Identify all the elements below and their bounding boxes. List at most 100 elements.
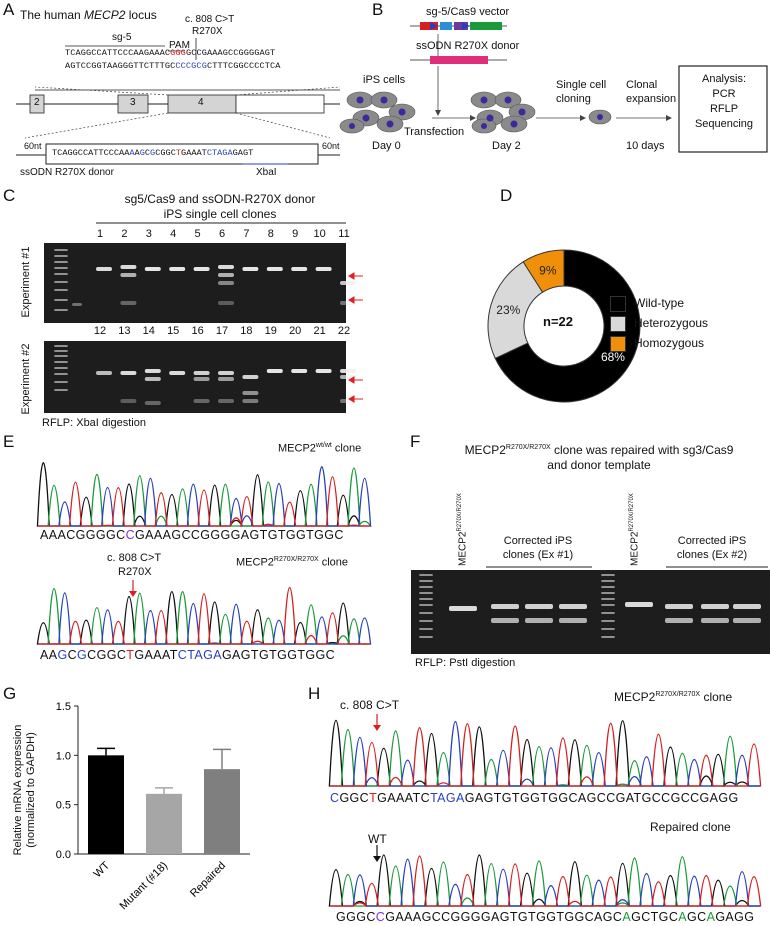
lane-number: 10 (313, 228, 326, 240)
ladder-band (54, 299, 68, 301)
seq-segment: GAAAT (377, 791, 421, 805)
flank-left: 60nt (24, 141, 42, 151)
f-title-prefix: MECP2 (464, 443, 506, 457)
trace-blue (330, 720, 760, 787)
ladder-band (54, 367, 68, 369)
seq-segment: CGGC (155, 148, 176, 158)
transfection-label: Transfection (404, 126, 465, 138)
gel-band (72, 303, 82, 306)
seq-segment: C (67, 648, 78, 662)
locus-title-gene: MECP2 (84, 8, 126, 22)
ssodn-label: ssODN R270X donor (416, 40, 520, 52)
trace-black (36, 590, 370, 645)
lane-number: 1 (96, 228, 104, 240)
seq-segment: T (369, 791, 378, 805)
panel-label-c: C (3, 186, 16, 205)
gel-band (291, 369, 308, 373)
gel-band (701, 618, 729, 623)
f-title-suffix: clone was repaired with sg3/Cas9 (550, 443, 734, 457)
f-lane-mut1-sup: R270X/R270X (457, 493, 463, 532)
gel-band (242, 375, 259, 379)
gel-band (242, 391, 259, 395)
y-tick-label: 0.5 (56, 800, 71, 812)
trace-red (38, 587, 370, 645)
seq-segment: GAAAT (134, 648, 178, 662)
trace-green (38, 588, 370, 645)
gel-band (525, 618, 553, 623)
seq-segment: G (77, 648, 88, 662)
y-tick-label: 0.0 (56, 849, 71, 861)
ladder-band (419, 612, 433, 614)
ladder-band (419, 592, 433, 594)
seq-segment: GC (687, 910, 707, 924)
ladder-band (54, 261, 68, 263)
gel-band (491, 604, 519, 609)
h-red-arrow (373, 714, 381, 731)
analysis-item-pcr: PCR (712, 88, 736, 100)
gel-band (340, 281, 356, 285)
gel-c-title-2: iPS single cell clones (163, 207, 277, 221)
seq-segment: C (144, 148, 151, 158)
exp1-label-wrap: Experiment #1 (20, 242, 34, 322)
gel-band (315, 369, 332, 373)
gel-band (144, 369, 161, 373)
bar-1 (146, 793, 182, 854)
ladder-band (601, 620, 615, 622)
ladder-band (601, 586, 615, 588)
clonal-label: Clonal expansion (626, 79, 677, 105)
lane-number: 16 (191, 325, 204, 337)
top-strand-c: CGAAAGCCGGGGAGT (196, 48, 276, 58)
exp1-label: Experiment #1 (20, 246, 32, 318)
panel-label-b: B (372, 0, 384, 19)
f-lane-mut1: MECP2R270X/R270X (457, 493, 468, 566)
f-lane-mut1-text: MECP2 (457, 531, 469, 566)
sequence-h-mut: CGGCTGAAATCTAGAGAGTGTGGTGGCAGCCGATGCCGCC… (330, 791, 739, 805)
gel-band (291, 267, 308, 271)
bottom-strand-a: AGTCCGGTAAGGGTTCTTTGC (65, 61, 176, 71)
trace-green (38, 467, 372, 527)
gel-band (218, 301, 234, 305)
gel-band (733, 604, 761, 609)
seq-segment: G (139, 148, 145, 158)
gel-band (340, 369, 356, 373)
panel-label-d: D (500, 186, 513, 205)
ladder-band (419, 636, 433, 638)
seq-segment: GGC (96, 648, 127, 662)
locus-diagram (16, 38, 341, 165)
f-title-sup: R270X/R270X (505, 444, 551, 451)
gel-band (559, 618, 587, 623)
ladder-band (54, 267, 68, 269)
donor-label: ssODN R270X donor (20, 167, 114, 178)
f-lane-mut2-text: MECP2 (629, 531, 641, 566)
seq-segment: GAGG (715, 910, 755, 924)
lane-number: 9 (292, 228, 299, 240)
seq-segment: GAAAT (181, 148, 207, 158)
gel-band (96, 371, 112, 375)
locus-title-suffix: locus (125, 8, 157, 22)
donut-slice-heterozygous (487, 261, 544, 360)
f-lane-mut2: MECP2R270X/R270X (629, 493, 640, 566)
seq-segment: A (678, 910, 687, 924)
ladder-band (419, 604, 433, 606)
trace-green (330, 856, 760, 907)
e-wt-suffix: clone (331, 442, 362, 455)
lane-number: 19 (264, 325, 277, 337)
pam-label: PAM (169, 40, 190, 51)
donut-slice-label: 9% (539, 263, 557, 277)
gel-band (120, 301, 137, 305)
panel-label-h: H (308, 684, 321, 703)
e-mutation-aa: R270X (118, 566, 152, 578)
lane-number: 13 (118, 325, 131, 337)
ladder-band (601, 636, 615, 638)
lane-number: 2 (121, 228, 128, 240)
lane-number: 15 (167, 325, 180, 337)
gel-band (218, 281, 234, 285)
ladder-band (419, 598, 433, 600)
gel-band (120, 371, 137, 375)
gel-band (733, 618, 761, 623)
f-group1-line1: Corrected iPS (503, 535, 573, 547)
gel-band (144, 401, 161, 405)
trace-red (330, 722, 762, 787)
lane-number: 12 (93, 325, 107, 337)
seq-segment: GAGT (232, 148, 254, 158)
